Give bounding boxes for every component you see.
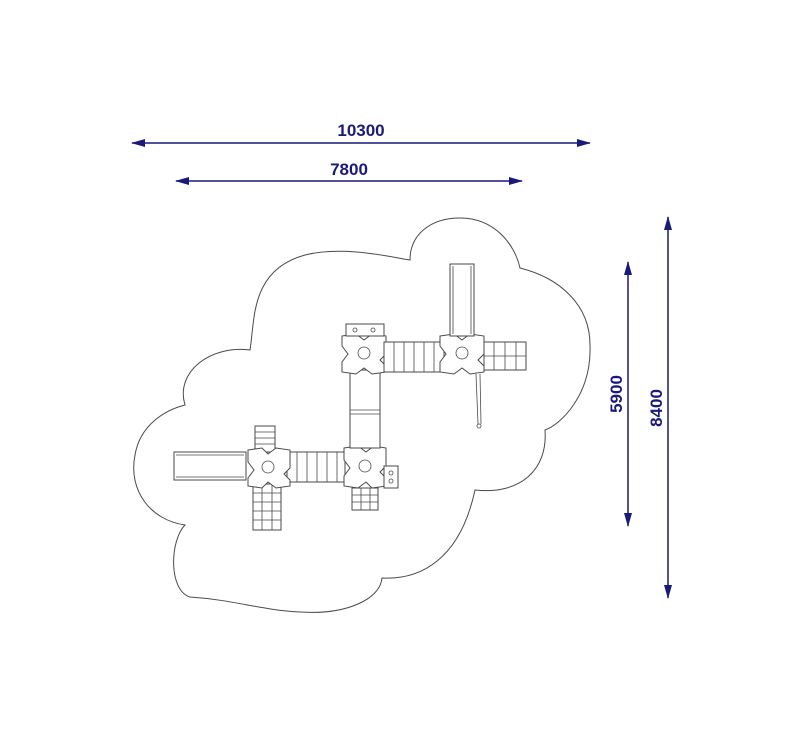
dimension-equipment-depth: 5900 bbox=[607, 261, 632, 527]
equipment-depth-label: 5900 bbox=[607, 375, 626, 413]
net-right bbox=[483, 341, 527, 371]
dimension-overall-width: 10300 bbox=[131, 121, 591, 147]
tower-platform-center bbox=[343, 445, 387, 489]
bridge-upper bbox=[383, 341, 445, 373]
tower-platform-upper-left bbox=[341, 333, 387, 375]
play-panel-upper bbox=[345, 323, 385, 337]
tunnel-vertical bbox=[349, 369, 381, 449]
net-center-lower bbox=[351, 487, 379, 511]
slide-left bbox=[173, 451, 247, 481]
equipment-width-label: 7800 bbox=[330, 160, 368, 179]
net-left-lower bbox=[252, 483, 282, 531]
overall-depth-label: 8400 bbox=[647, 389, 666, 427]
safety-zone-outline bbox=[133, 217, 591, 613]
bridge-left bbox=[286, 451, 346, 483]
overall-width-label: 10300 bbox=[337, 121, 384, 140]
dimension-equipment-width: 7800 bbox=[175, 160, 523, 185]
steps-left bbox=[254, 425, 276, 453]
dimension-overall-depth: 8400 bbox=[647, 216, 672, 599]
tower-platform-left bbox=[247, 447, 291, 489]
pole-rope bbox=[475, 373, 482, 429]
tower-platform-upper-right bbox=[439, 333, 485, 375]
slide-upper bbox=[449, 263, 475, 337]
play-panel-center bbox=[383, 465, 399, 489]
